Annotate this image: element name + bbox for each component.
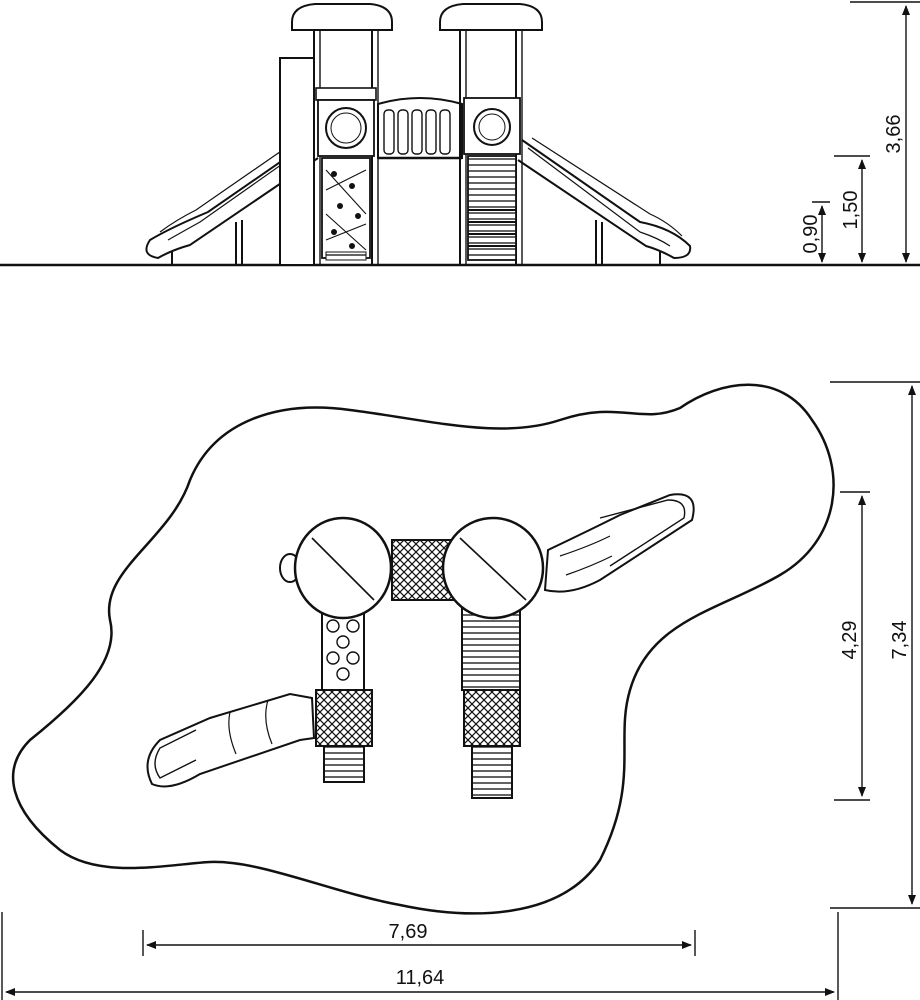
plan-view: 7,34 4,29 7,69 11,64 <box>1 381 920 1000</box>
right-tower <box>439 3 543 265</box>
dim-height-total: 3,66 <box>883 115 905 154</box>
safety-area-outline <box>11 383 835 915</box>
dim-depth-total: 7,34 <box>889 621 911 660</box>
plan-right-deck <box>463 689 521 747</box>
dim-depth-equipment: 4,29 <box>839 621 861 660</box>
plan-dimensions <box>1 381 920 1000</box>
bridge <box>377 97 463 160</box>
plan-climbing-pattern <box>326 619 360 681</box>
back-panel <box>279 57 315 266</box>
plan-right-roof <box>441 516 545 620</box>
plan-left-slide <box>146 692 316 788</box>
dim-width-equipment: 7,69 <box>389 921 428 943</box>
dim-height-mid: 1,50 <box>840 191 862 230</box>
right-slide <box>517 137 692 265</box>
left-tower <box>291 3 393 265</box>
elevation-dimensions <box>812 1 920 263</box>
plan-right-slide <box>543 493 695 593</box>
elevation-view: 3,66 1,50 0,90 <box>0 1 920 267</box>
left-slide <box>145 137 319 265</box>
plan-right-stairs <box>471 745 513 799</box>
plan-left-steps <box>323 745 365 783</box>
dim-height-platform: 0,90 <box>800 215 822 254</box>
plan-left-deck <box>315 689 373 747</box>
plan-left-roof <box>293 516 393 620</box>
dim-width-total: 11,64 <box>396 967 445 989</box>
